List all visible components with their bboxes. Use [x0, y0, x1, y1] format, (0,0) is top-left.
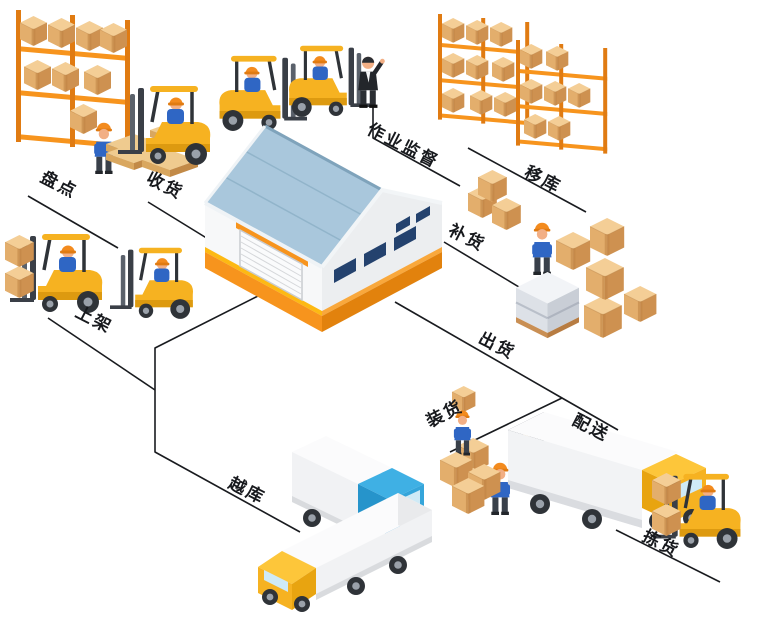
line-picking: [615, 529, 721, 583]
truck-yellow: [258, 493, 432, 612]
connector-lines: [27, 106, 721, 583]
replenishment-boxes: [467, 169, 522, 231]
line-loading: [449, 397, 619, 453]
rack-transfer-illustration: [438, 14, 608, 154]
line-supervision: [372, 106, 461, 187]
stock-cluster-illustration: [514, 217, 657, 340]
line-putaway: [47, 317, 156, 391]
forklift-receiving: [116, 84, 212, 167]
line-outbound: [394, 301, 563, 399]
line-crossdock: [154, 295, 301, 533]
line-transfer: [467, 147, 587, 213]
supervision-illustration: [217, 44, 385, 133]
warehouse-illustration: [203, 124, 443, 332]
roof: [205, 126, 382, 267]
line-replenishment: [443, 241, 525, 291]
line-inventory: [27, 195, 119, 249]
worker-replenishment: [532, 222, 552, 275]
windows: [334, 206, 430, 283]
supervisor-figure: [358, 57, 385, 108]
